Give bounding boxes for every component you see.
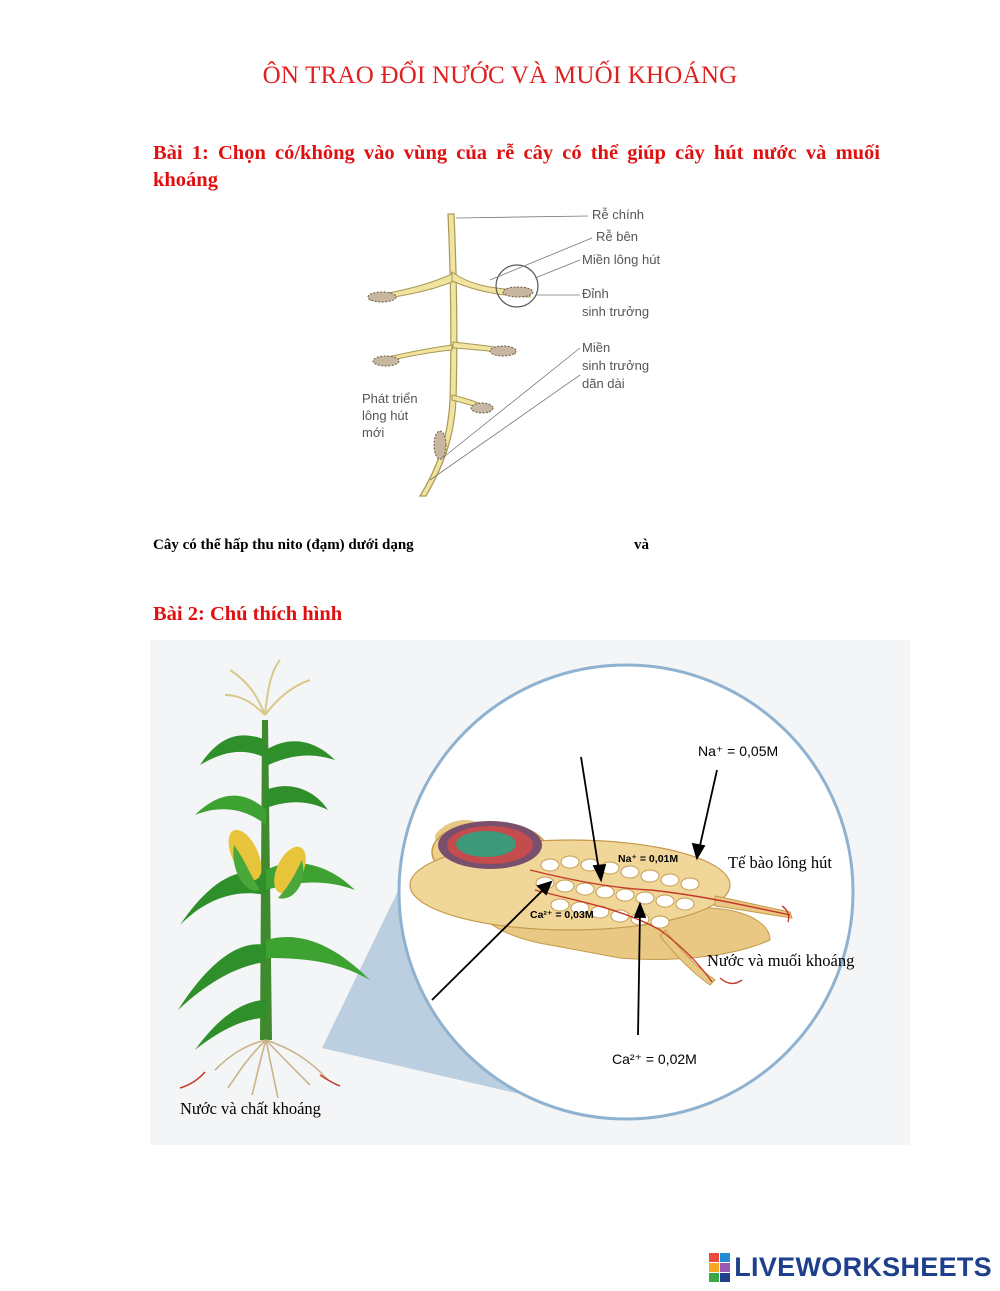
label-ca-outside: Ca²⁺ = 0,02M xyxy=(612,1051,697,1067)
label-root-hair-zone: Miền lông hút xyxy=(582,252,660,267)
page-title: ÔN TRAO ĐỔI NƯỚC VÀ MUỐI KHOÁNG xyxy=(262,62,738,89)
label-water-minerals: Nước và muối khoáng xyxy=(707,951,854,970)
root-cross-section xyxy=(409,820,793,986)
label-lateral-root: Rễ bên xyxy=(596,229,638,244)
label-soil-water-minerals: Nước và chất khoáng xyxy=(180,1099,321,1118)
root-drawing xyxy=(367,213,593,497)
label-main-root: Rễ chính xyxy=(592,207,644,222)
label-growth-tip-2: sinh trưởng xyxy=(582,304,649,319)
exercise-1-heading: Bài 1: Chọn có/không vào vùng của rễ cây… xyxy=(153,142,880,191)
nitrogen-question: Cây có thể hấp thu nito (đạm) dưới dạng xyxy=(153,537,414,553)
root-diagram: Rễ chính Rễ bên Miền lông hút Đỉnh sinh … xyxy=(362,207,660,497)
nitrogen-question-and: và xyxy=(634,537,649,553)
liveworksheets-logo: LIVEWORKSHEETS xyxy=(709,1252,992,1283)
label-elongation-1: Miền xyxy=(582,340,610,355)
brand-text: LIVEWORKSHEETS xyxy=(734,1252,992,1282)
label-na-inside: Na⁺ = 0,01M xyxy=(618,853,678,865)
label-ca-inside: Ca²⁺ = 0,03M xyxy=(530,909,594,921)
root-absorption-figure: Nước và chất khoáng xyxy=(150,640,910,1145)
corn-plant-illustration xyxy=(178,659,370,1099)
logo-icon xyxy=(709,1252,731,1282)
label-elongation-3: dãn dài xyxy=(582,376,625,391)
pointer-arrows xyxy=(431,756,718,1036)
label-root-hair-cell: Tế bào lông hút xyxy=(728,853,832,872)
label-new-hair-1: Phát triển xyxy=(362,391,418,406)
label-growth-tip-1: Đỉnh xyxy=(582,286,609,301)
label-elongation-2: sinh trưởng xyxy=(582,358,649,373)
label-new-hair-3: mới xyxy=(362,425,384,440)
exercise-2-heading: Bài 2: Chú thích hình xyxy=(153,603,343,625)
label-new-hair-2: lông hút xyxy=(362,408,409,423)
label-na-outside: Na⁺ = 0,05M xyxy=(698,743,778,759)
